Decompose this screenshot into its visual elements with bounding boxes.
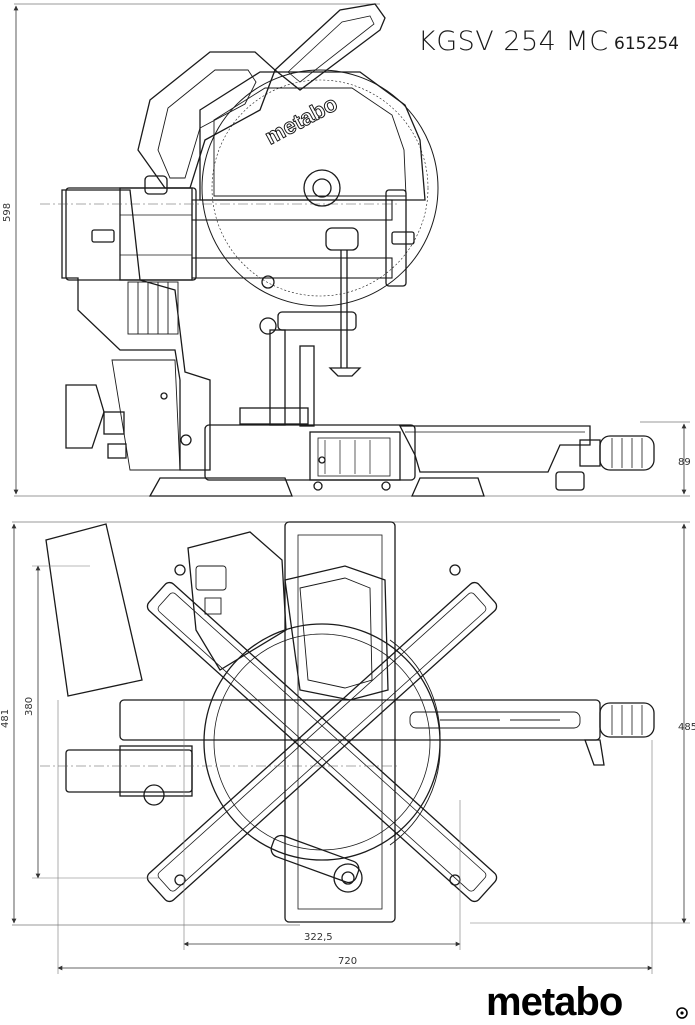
svg-text:89: 89 xyxy=(678,457,691,468)
dimension-top-depth-outer: 481 xyxy=(0,523,17,924)
housing-brand-text: metabo xyxy=(261,91,342,150)
dimension-side-height: 598 xyxy=(2,5,19,495)
side-view xyxy=(14,3,690,497)
model-title: KGSV 254 MC xyxy=(418,26,609,57)
dimension-top-width-inner: 322,5 xyxy=(183,700,461,950)
svg-text:380: 380 xyxy=(24,697,35,716)
dimension-base-height: 89 xyxy=(678,423,691,495)
dimension-top-width-total: 720 xyxy=(57,700,653,974)
part-number: 615254 xyxy=(614,34,679,54)
top-view xyxy=(12,521,690,926)
metabo-logo: metabo xyxy=(486,980,623,1024)
dimension-top-depth-right: 485 xyxy=(470,523,695,924)
saw-blade-icon xyxy=(676,1007,688,1019)
svg-text:322,5: 322,5 xyxy=(304,932,333,943)
svg-text:720: 720 xyxy=(338,956,357,967)
dimension-top-depth-inner: 380 xyxy=(24,565,160,879)
svg-text:481: 481 xyxy=(0,709,11,728)
svg-text:485: 485 xyxy=(678,722,695,733)
svg-text:598: 598 xyxy=(2,203,13,222)
